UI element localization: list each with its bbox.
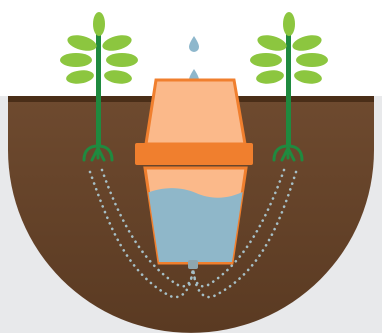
drain-plug [188,260,198,269]
